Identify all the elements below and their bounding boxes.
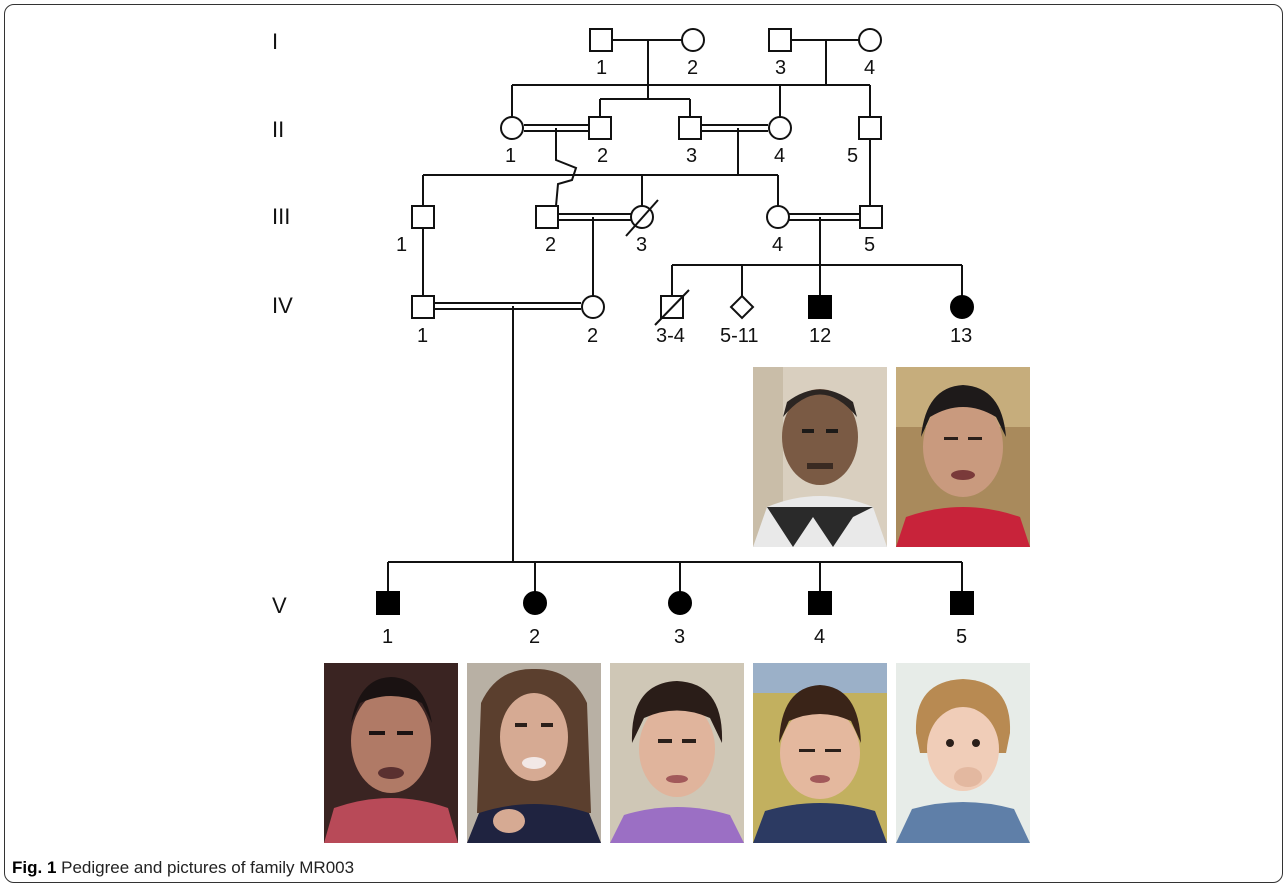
individual-label-II-1: 1	[505, 145, 516, 167]
generation-label-I: I	[272, 29, 278, 54]
female-unaffected-II-1	[500, 116, 524, 140]
individual-label-II-3: 3	[686, 145, 697, 167]
male-unaffected-III-1	[411, 205, 435, 229]
individual-label-V-3: 3	[674, 626, 685, 648]
individual-label-II-5: 5	[847, 145, 858, 167]
photo-V-1	[324, 663, 458, 843]
pedigree-chart: I II III IV V 1 2 3 4 1 2 3 4 5 1 2 3 4 …	[272, 28, 974, 648]
figure-caption-label: Fig. 1	[12, 858, 57, 877]
generation-label-III: III	[272, 204, 290, 229]
photo-IV-12	[753, 367, 887, 547]
male-affected-V-4	[808, 591, 832, 615]
female-unaffected-II-4	[768, 116, 792, 140]
female-unaffected-III-4	[766, 205, 790, 229]
figure-frame	[4, 4, 1283, 883]
female-affected-V-3	[668, 591, 692, 615]
generation-label-V: V	[272, 593, 287, 618]
generation-label-II: II	[272, 117, 284, 142]
figure-caption: Fig. 1 Pedigree and pictures of family M…	[12, 858, 354, 878]
individual-label-V-5: 5	[956, 626, 967, 648]
individual-label-II-2: 2	[597, 145, 608, 167]
male-unaffected-I-3	[768, 28, 792, 52]
individual-label-IV-12: 12	[809, 325, 831, 347]
individual-label-IV-5-11: 5-11	[720, 325, 759, 347]
individual-label-V-4: 4	[814, 626, 825, 648]
female-unaffected-IV-2	[581, 295, 605, 319]
individual-label-III-3: 3	[636, 234, 647, 256]
individual-label-I-4: 4	[864, 57, 875, 79]
female-affected-V-2	[523, 591, 547, 615]
generation-label-IV: IV	[272, 293, 293, 318]
individual-label-V-2: 2	[529, 626, 540, 648]
sex-unknown-diamond-IV-5-11	[729, 294, 755, 320]
photo-V-3	[610, 663, 744, 843]
male-unaffected-III-2	[535, 205, 559, 229]
male-affected-V-1	[376, 591, 400, 615]
deceased-slash-III-3	[625, 199, 659, 237]
male-unaffected-III-5	[859, 205, 883, 229]
male-unaffected-IV-1	[411, 295, 435, 319]
individual-label-I-2: 2	[687, 57, 698, 79]
female-unaffected-I-4	[858, 28, 882, 52]
male-unaffected-II-5	[858, 116, 882, 140]
male-unaffected-II-3	[678, 116, 702, 140]
individual-label-III-2: 2	[545, 234, 556, 256]
individual-label-III-5: 5	[864, 234, 875, 256]
individual-label-V-1: 1	[382, 626, 393, 648]
individual-label-IV-3-4: 3-4	[656, 325, 685, 347]
individual-label-IV-13: 13	[950, 325, 972, 347]
individual-label-III-4: 4	[772, 234, 783, 256]
female-affected-IV-13	[950, 295, 974, 319]
individual-label-I-3: 3	[775, 57, 786, 79]
deceased-slash-IV-3-4	[654, 289, 690, 326]
photo-IV-13	[896, 367, 1030, 547]
individual-label-III-1: 1	[396, 234, 407, 256]
male-unaffected-II-2	[588, 116, 612, 140]
individual-label-IV-1: 1	[417, 325, 428, 347]
figure-caption-text: Pedigree and pictures of family MR003	[61, 858, 355, 877]
individual-label-IV-2: 2	[587, 325, 598, 347]
photo-V-2	[467, 663, 601, 843]
individual-label-II-4: 4	[774, 145, 785, 167]
individual-label-I-1: 1	[596, 57, 607, 79]
male-affected-IV-12	[808, 295, 832, 319]
male-affected-V-5	[950, 591, 974, 615]
female-unaffected-I-2	[681, 28, 705, 52]
photo-V-5	[896, 663, 1030, 843]
photo-V-4	[753, 663, 887, 843]
male-unaffected-I-1	[589, 28, 613, 52]
